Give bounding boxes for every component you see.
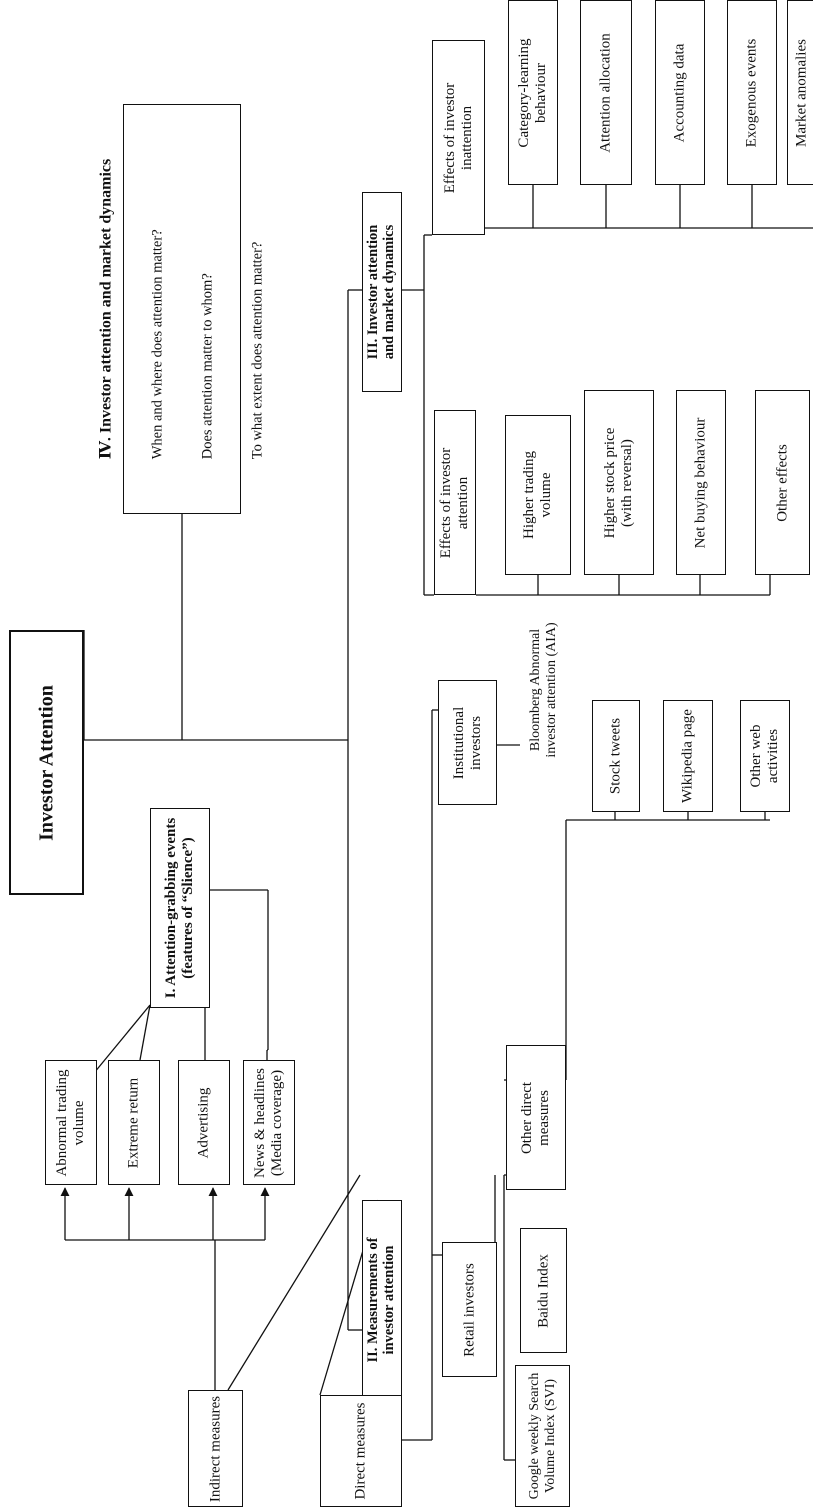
- retail-investors-node: Retail investors: [442, 1242, 497, 1377]
- root-label: Investor Attention: [35, 684, 57, 841]
- effect-item: Net buying behaviour: [676, 390, 726, 575]
- google-svi-node: Google weekly Search Volume Index (SVI): [515, 1365, 570, 1507]
- institutional-investors-node: Institutional investors: [438, 680, 497, 805]
- root-node: Investor Attention: [9, 630, 84, 895]
- section-iv-question: Does attention matter to whom?: [199, 273, 216, 460]
- indirect-measures-node: Indirect measures: [188, 1390, 243, 1507]
- inattention-item: Category-learning behaviour: [508, 0, 558, 185]
- baidu-index-node: Baidu Index: [520, 1228, 567, 1353]
- section-i-item: Advertising: [178, 1060, 230, 1185]
- section-i-item: Extreme return: [108, 1060, 160, 1185]
- section-iv-question: To what extent does attention matter?: [249, 241, 266, 460]
- section-iv-content: Ⅳ. Investor attention and market dynamic…: [64, 159, 299, 460]
- section-i-node: I. Attention-grabbing events (features o…: [150, 808, 210, 1008]
- other-direct-measures-node: Other direct measures: [506, 1045, 566, 1190]
- effect-item: Other effects: [755, 390, 810, 575]
- section-iv-title: Ⅳ. Investor attention and market dynamic…: [97, 158, 115, 460]
- section-ii-node: II. Measurements of investor attention: [362, 1200, 402, 1400]
- section-iii-node: III. Investor attention and market dynam…: [362, 192, 402, 392]
- section-iv-question: When and where does attention matter?: [149, 229, 166, 460]
- effect-item: Higher stock price (with reversal): [584, 390, 654, 575]
- section-i-title: I. Attention-grabbing events (features o…: [162, 817, 196, 999]
- section-ii-title: II. Measurements of investor attention: [365, 1237, 397, 1363]
- effects-of-inattention-node: Effects of investor inattention: [432, 40, 485, 235]
- direct-measures-node: Direct measures: [320, 1395, 402, 1507]
- inattention-item: Exogenous events: [727, 0, 777, 185]
- section-iv-node: Ⅳ. Investor attention and market dynamic…: [98, 104, 266, 514]
- stock-tweets-node: Stock tweets: [592, 700, 640, 812]
- wikipedia-page-node: Wikipedia page: [663, 700, 713, 812]
- section-iii-title: III. Investor attention and market dynam…: [365, 224, 397, 360]
- inattention-item: Attention allocation: [580, 0, 632, 185]
- other-web-activities-node: Other web activities: [740, 700, 790, 812]
- inattention-item: Market anomalies: [787, 0, 813, 185]
- effects-of-attention-node: Effects of investor attention: [434, 410, 476, 595]
- section-i-item: News & headlines (Media coverage): [243, 1060, 295, 1185]
- inattention-item: Accounting data: [655, 0, 705, 185]
- section-i-item: Abnormal trading volume: [45, 1060, 97, 1185]
- effect-item: Higher trading volume: [505, 415, 571, 575]
